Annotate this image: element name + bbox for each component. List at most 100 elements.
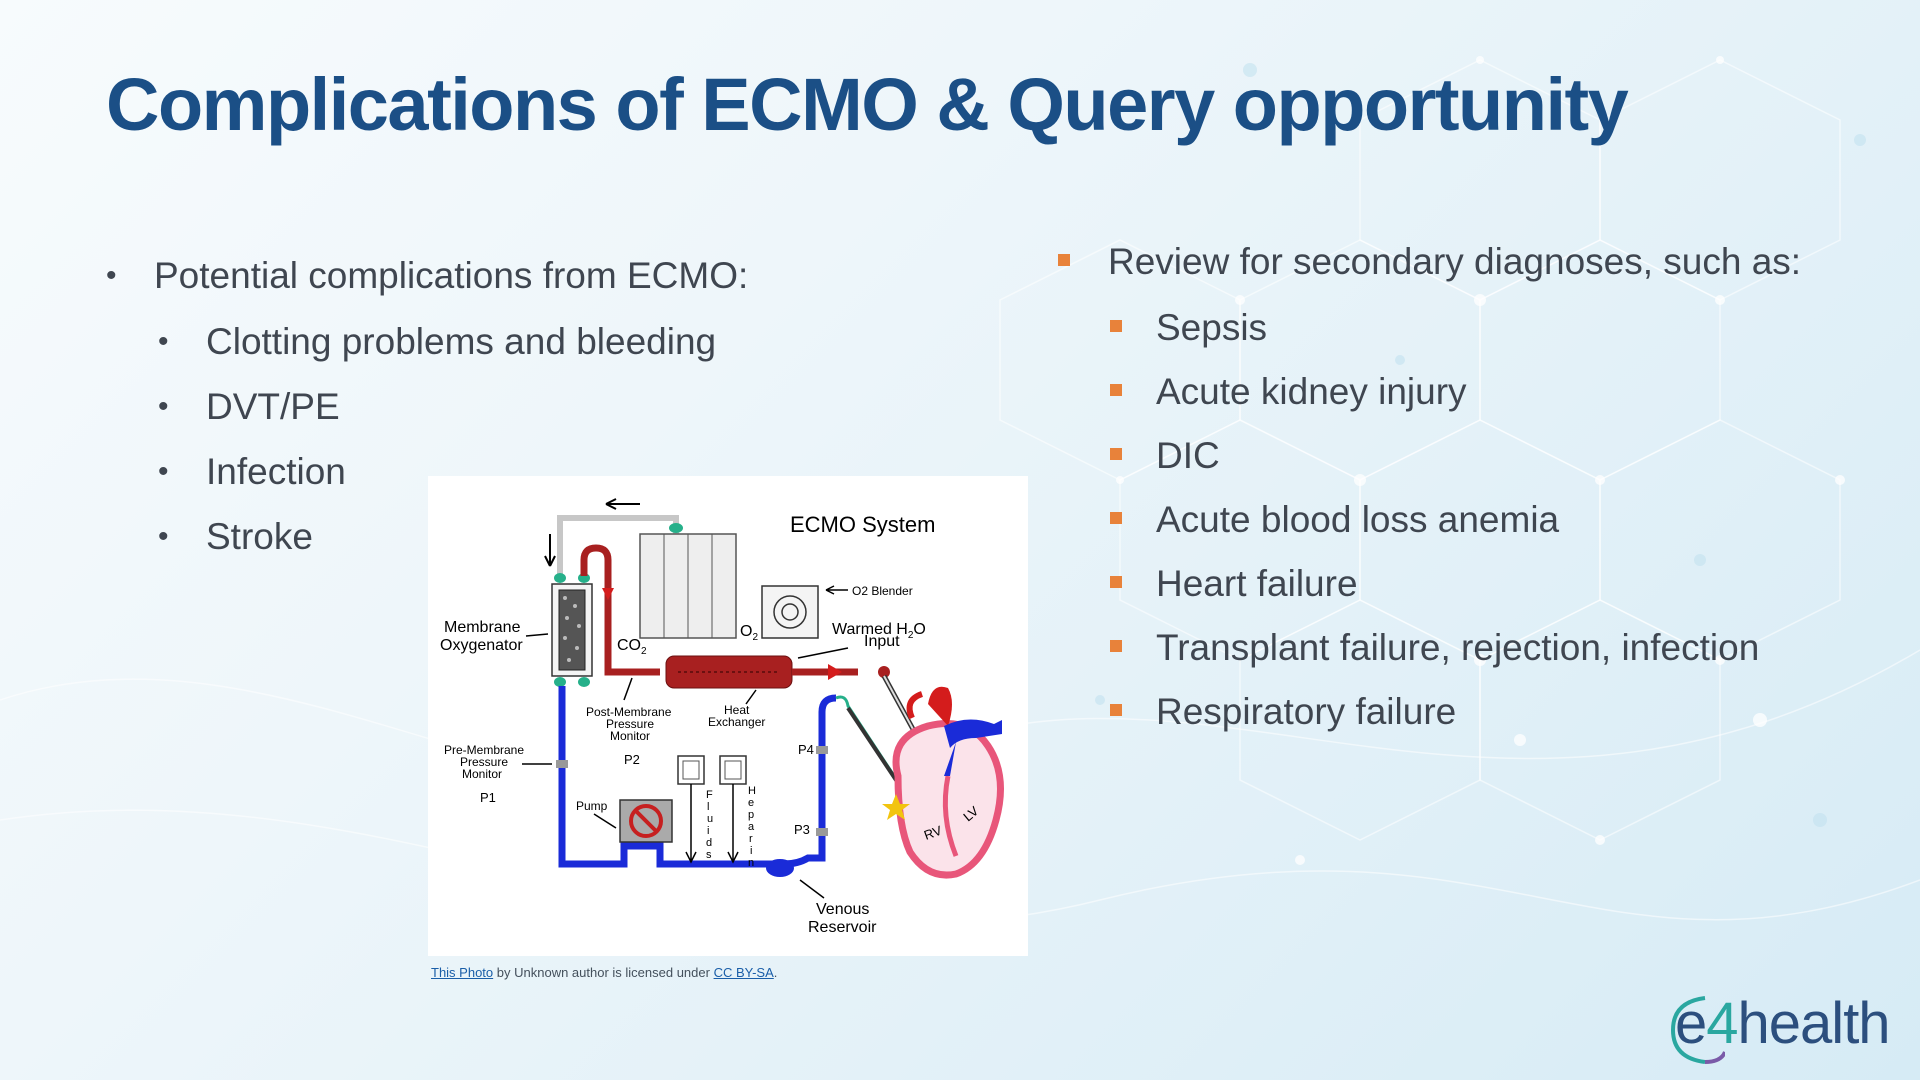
diagnosis-item: Respiratory failure (1156, 691, 1457, 732)
rv-label: RV (922, 823, 944, 843)
list-item: Acute kidney injury (1110, 368, 1878, 416)
svg-text:r: r (749, 833, 753, 845)
secondary-diagnoses-heading: Review for secondary diagnoses, such as: (1108, 241, 1802, 282)
svg-text:l: l (707, 801, 709, 813)
svg-text:p: p (748, 809, 754, 821)
pre-membrane-label: Monitor (462, 767, 502, 781)
complications-list: • Potential complications from ECMO: • C… (106, 252, 806, 578)
photo-credit: This Photo by Unknown author is licensed… (431, 965, 777, 980)
secondary-diagnoses-list: Review for secondary diagnoses, such as:… (1058, 240, 1878, 752)
oxygenator-label: Oxygenator (440, 637, 523, 654)
square-bullet-icon (1110, 704, 1122, 716)
list-item: DIC (1110, 432, 1878, 480)
star-icon (882, 794, 910, 820)
fluids-bag (677, 755, 705, 785)
list-item: • Infection (158, 448, 806, 496)
o2-blender (761, 585, 819, 639)
pre-membrane-label: Pressure (460, 755, 508, 769)
heparin-bag (719, 755, 747, 785)
list-item: • DVT/PE (158, 383, 806, 431)
heat-exchanger-label: Exchanger (708, 715, 765, 729)
square-bullet-icon (1110, 384, 1122, 396)
list-item: Sepsis (1110, 304, 1878, 352)
gas-arrow-icon (605, 498, 640, 510)
credit-text-end: . (773, 965, 778, 980)
heart-icon (882, 686, 1004, 879)
list-item: • Stroke (158, 513, 806, 561)
bullet-dot-icon: • (158, 325, 169, 358)
diagnosis-item: DIC (1156, 435, 1220, 476)
diagnosis-item: Transplant failure, rejection, infection (1156, 627, 1760, 668)
svg-text:u: u (707, 813, 713, 825)
logo-arc-icon (1670, 996, 1725, 1064)
square-bullet-icon (1110, 448, 1122, 460)
list-item: Respiratory failure (1110, 688, 1878, 736)
list-item: Acute blood loss anemia (1110, 496, 1878, 544)
complication-item: DVT/PE (206, 386, 340, 427)
p2-label: P2 (624, 752, 640, 767)
co2-label: CO2 (617, 637, 647, 657)
square-bullet-icon (1110, 512, 1122, 524)
post-membrane-label: Pressure (606, 717, 654, 731)
complication-item: Infection (206, 451, 346, 492)
list-item: • Potential complications from ECMO: (106, 252, 806, 300)
gas-inflow-arrow-icon (544, 534, 556, 567)
credit-text: by Unknown author is licensed under (493, 965, 714, 980)
complication-item: Clotting problems and bleeding (206, 321, 717, 362)
pump-label: Pump (576, 799, 608, 813)
license-link[interactable]: CC BY-SA (713, 965, 774, 980)
warmed-h2o-label: Warmed H2O (832, 621, 926, 641)
diagnosis-item: Sepsis (1156, 307, 1268, 348)
list-item: Transplant failure, rejection, infection (1110, 624, 1878, 672)
heat-exchanger-label: Heat (724, 703, 750, 717)
e4health-logo: e4health (1665, 990, 1897, 1066)
ecmo-system-diagram: O2 Blender ECMO System Membrane Oxygenat… (428, 476, 1028, 956)
input-label: Input (864, 633, 900, 650)
diagnosis-item: Acute blood loss anemia (1156, 499, 1560, 540)
p1-label: P1 (480, 790, 496, 805)
p4-label: P4 (798, 742, 814, 757)
logo-wordmark: e4health (1675, 991, 1891, 1056)
venous-line (558, 686, 837, 868)
complication-item: Stroke (206, 516, 313, 557)
o2-blender-label: O2 Blender (852, 584, 913, 598)
slide-title: Complications of ECMO & Query opportunit… (106, 63, 1629, 146)
arterial-line (580, 544, 660, 676)
complications-heading: Potential complications from ECMO: (154, 255, 749, 296)
svg-text:i: i (750, 845, 752, 857)
venous-reservoir-label: Venous (816, 901, 869, 918)
bullet-dot-icon: • (106, 259, 117, 292)
svg-text:s: s (706, 849, 712, 861)
bullet-dot-icon: • (158, 390, 169, 423)
svg-text:H: H (748, 785, 756, 797)
square-bullet-icon (1110, 320, 1122, 332)
flow-meter-valve (669, 523, 683, 533)
diagnosis-item: Acute kidney injury (1156, 371, 1467, 412)
p3-label: P3 (794, 822, 810, 837)
post-membrane-label: Monitor (610, 729, 650, 743)
pre-membrane-label: Pre-Membrane (444, 743, 524, 757)
membrane-label: Membrane (444, 619, 521, 636)
list-item: • Clotting problems and bleeding (158, 318, 806, 366)
square-bullet-icon (1110, 576, 1122, 588)
photo-link[interactable]: This Photo (431, 965, 494, 980)
svg-text:d: d (706, 837, 712, 849)
list-item: Review for secondary diagnoses, such as: (1058, 240, 1878, 284)
pump-icon (629, 804, 663, 838)
post-membrane-label: Post-Membrane (586, 705, 672, 719)
diagram-title: ECMO System (790, 512, 935, 537)
svg-text:i: i (707, 825, 709, 837)
square-bullet-icon (1110, 640, 1122, 652)
venous-reservoir-label: Reservoir (808, 919, 877, 936)
square-bullet-icon (1058, 254, 1070, 266)
venous-reservoir (766, 859, 794, 877)
list-item: Heart failure (1110, 560, 1878, 608)
o2-label: O2 (740, 623, 758, 643)
diagnosis-item: Heart failure (1156, 563, 1358, 604)
svg-text:e: e (748, 797, 754, 809)
svg-text:F: F (706, 789, 713, 801)
bullet-dot-icon: • (158, 455, 169, 488)
svg-text:n: n (748, 857, 754, 869)
